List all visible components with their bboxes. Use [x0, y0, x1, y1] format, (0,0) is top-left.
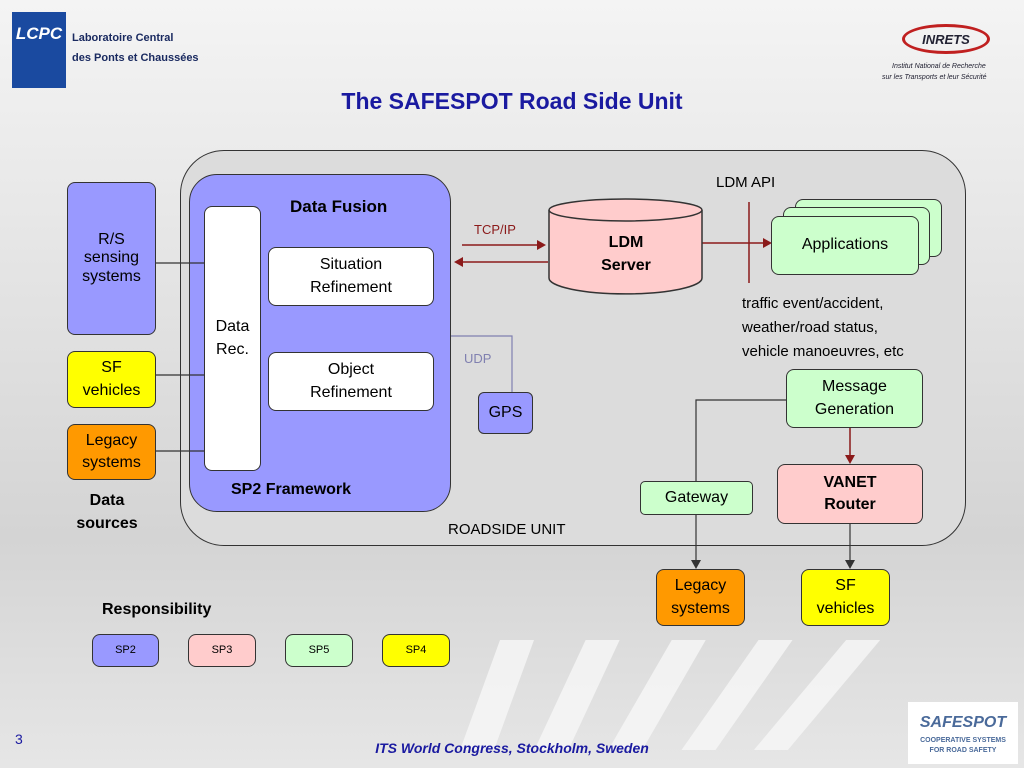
responsibility-title: Responsibility: [102, 601, 212, 618]
roadside-unit-label: ROADSIDE UNIT: [448, 521, 566, 538]
data-rec-box: Data Rec.: [204, 206, 261, 471]
legend-sp4-label: SP4: [405, 643, 427, 656]
situation-refinement-box: Situation Refinement: [268, 247, 434, 306]
traffic-info-line2: weather/road status,: [742, 319, 878, 336]
traffic-info-line1: traffic event/accident,: [742, 295, 884, 312]
safespot-mark: SAFESPOT: [919, 714, 1007, 731]
rs-sensing-systems-box: R/S sensing systems: [67, 182, 156, 335]
legend-sp5-label: SP5: [308, 643, 330, 656]
footer-text: ITS World Congress, Stockholm, Sweden: [375, 740, 649, 756]
object-refinement-label: Object Refinement: [310, 361, 392, 401]
safespot-logo: SAFESPOT COOPERATIVE SYSTEMS FOR ROAD SA…: [908, 702, 1018, 764]
gateway-label: Gateway: [664, 488, 729, 506]
legend-sp3-label: SP3: [211, 643, 233, 656]
legend-sp4: SP4: [382, 634, 450, 667]
rs-sensing-systems-label: R/S sensing systems: [82, 231, 141, 285]
lcpc-line1: Laboratoire Central: [72, 32, 174, 44]
lcpc-logo: LCPC Laboratoire Central des Ponts et Ch…: [12, 12, 199, 88]
object-refinement-box: Object Refinement: [268, 352, 434, 411]
vanet-router-label: VANET Router: [823, 473, 877, 513]
traffic-info-line3: vehicle manoeuvres, etc: [742, 343, 904, 360]
inrets-logo: INRETS Institut National de Recherche su…: [880, 14, 1016, 88]
legend-sp5: SP5: [285, 634, 353, 667]
legend-sp2: SP2: [92, 634, 159, 667]
legacy-systems-source-label: Legacy systems: [82, 431, 141, 471]
lcpc-mark: LCPC: [12, 12, 66, 88]
situation-refinement-label: Situation Refinement: [310, 256, 392, 296]
legend-sp3: SP3: [188, 634, 256, 667]
safespot-line2: FOR ROAD SAFETY: [929, 747, 997, 754]
udp-link: [451, 335, 513, 392]
gps-box: GPS: [478, 392, 533, 434]
vanet-router-box: VANET Router: [777, 464, 923, 524]
inrets-line2: sur les Transports et leur Sécurité: [882, 74, 987, 81]
inrets-mark: INRETS: [902, 24, 990, 54]
slide-title: The SAFESPOT Road Side Unit: [341, 88, 683, 114]
data-sources-caption: Data sources: [76, 492, 138, 533]
gps-label: GPS: [488, 403, 523, 421]
page-number: 3: [15, 731, 23, 747]
udp-label: UDP: [464, 351, 492, 366]
applications-box: Applications: [771, 216, 919, 275]
tcp-ip-label: TCP/IP: [474, 222, 516, 237]
sf-vehicles-output-box: SF vehicles: [801, 569, 890, 626]
sf-vehicles-source-label: SF vehicles: [82, 359, 141, 399]
legacy-systems-source-box: Legacy systems: [67, 424, 156, 480]
legend-sp2-label: SP2: [115, 643, 136, 656]
message-generation-box: Message Generation: [786, 369, 923, 428]
lcpc-line2: des Ponts et Chaussées: [72, 52, 199, 64]
traffic-info-text: traffic event/accident, weather/road sta…: [742, 292, 904, 364]
message-generation-label: Message Generation: [814, 378, 895, 418]
ldm-api-label: LDM API: [716, 174, 776, 191]
safespot-line1: COOPERATIVE SYSTEMS: [920, 737, 1006, 744]
data-fusion-label: Data Fusion: [290, 197, 388, 216]
inrets-line1: Institut National de Recherche: [892, 63, 986, 70]
sf-vehicles-output-label: SF vehicles: [816, 577, 875, 617]
data-rec-label: Data Rec.: [215, 318, 250, 358]
message-to-gateway-link: [695, 399, 786, 481]
ldm-server-cylinder: [548, 198, 703, 295]
applications-label: Applications: [801, 236, 889, 254]
legacy-systems-output-box: Legacy systems: [656, 569, 745, 626]
ldm-server-label: LDM Server: [601, 234, 651, 275]
sp2-framework-label: SP2 Framework: [231, 481, 352, 498]
sf-vehicles-source-box: SF vehicles: [67, 351, 156, 408]
legacy-systems-output-label: Legacy systems: [671, 577, 730, 617]
gateway-box: Gateway: [640, 481, 753, 515]
